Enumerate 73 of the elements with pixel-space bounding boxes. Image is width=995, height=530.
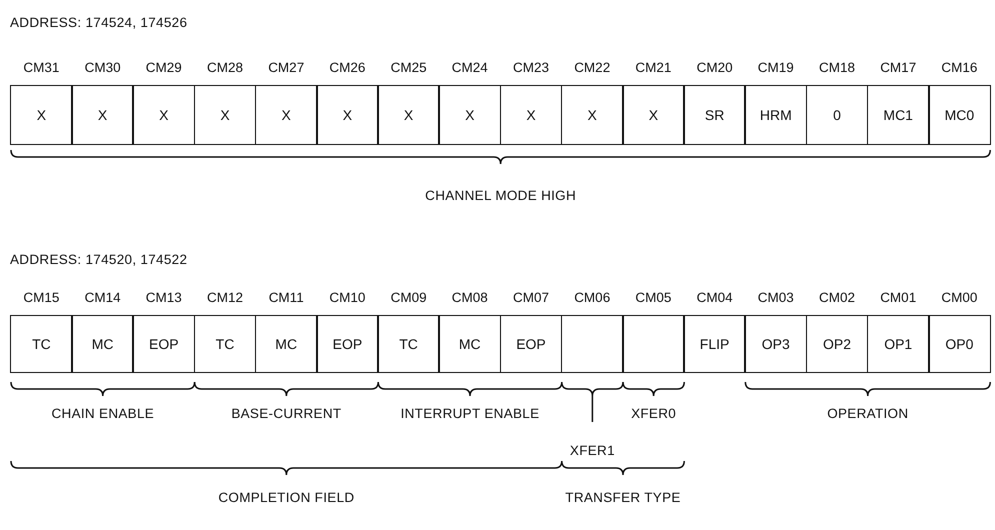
- field-value: TC: [32, 336, 51, 352]
- bit-name: CM25: [390, 60, 428, 75]
- bit-name: CM29: [144, 60, 183, 75]
- field-value: OP1: [884, 336, 912, 352]
- bit-name: CM12: [206, 290, 244, 305]
- field-group-label: XFER1: [570, 443, 615, 458]
- register-address: ADDRESS: 174520, 174522: [10, 252, 188, 267]
- bit-name: CM10: [328, 290, 366, 305]
- field-value: MC: [458, 336, 481, 352]
- field-value: X: [342, 107, 352, 123]
- field-value: X: [588, 107, 597, 123]
- bit-name: CM03: [756, 290, 795, 305]
- bit-name: CM30: [84, 60, 122, 75]
- bit-name: CM14: [84, 290, 122, 305]
- field-value: EOP: [332, 336, 362, 352]
- field-value: EOP: [516, 336, 546, 352]
- bit-name: CM01: [879, 290, 918, 305]
- field-group-label: COMPLETION FIELD: [218, 490, 354, 505]
- field-value: X: [526, 107, 536, 123]
- field-value: FLIP: [700, 336, 730, 352]
- field-value: MC0: [944, 107, 974, 123]
- field-value: X: [220, 107, 230, 123]
- field-value: SR: [704, 107, 724, 123]
- field-value: X: [465, 107, 474, 123]
- field-value: MC1: [883, 107, 913, 123]
- bit-name: CM20: [696, 60, 734, 75]
- bit-name: CM19: [756, 60, 795, 75]
- field-value: X: [36, 107, 46, 123]
- field-group-label: CHANNEL MODE HIGH: [425, 188, 576, 203]
- bit-name: CM06: [573, 290, 612, 305]
- bit-name: CM23: [512, 60, 550, 75]
- field-group-label: INTERRUPT ENABLE: [400, 406, 540, 421]
- bit-name: CM08: [450, 290, 489, 305]
- bit-name: CM17: [879, 60, 918, 75]
- bit-name: CM27: [267, 60, 306, 75]
- bit-name: CM31: [22, 60, 60, 75]
- bit-name: CM26: [328, 60, 366, 75]
- bit-name: CM02: [818, 290, 856, 305]
- field-group-label: OPERATION: [827, 406, 908, 421]
- bit-name: CM21: [634, 60, 672, 75]
- bit-name: CM07: [512, 290, 550, 305]
- field-value: TC: [216, 336, 234, 352]
- bit-name: CM28: [206, 60, 244, 75]
- bit-name: CM24: [450, 60, 489, 75]
- field-value: OP0: [945, 336, 974, 352]
- bit-name: CM18: [818, 60, 856, 75]
- field-value: X: [98, 107, 108, 123]
- field-value: X: [404, 107, 414, 123]
- bit-name: CM00: [940, 290, 978, 305]
- field-value: X: [282, 107, 291, 123]
- field-value: X: [159, 107, 168, 123]
- bit-name: CM05: [634, 290, 672, 305]
- bit-name: CM09: [390, 290, 428, 305]
- field-group-label: TRANSFER TYPE: [565, 490, 681, 505]
- field-value: X: [648, 107, 658, 123]
- field-value: 0: [833, 107, 841, 123]
- bit-name: CM13: [144, 290, 183, 305]
- field-value: OP3: [762, 336, 790, 352]
- register-address: ADDRESS: 174524, 174526: [10, 15, 188, 30]
- field-value: HRM: [760, 107, 792, 123]
- bit-name: CM22: [573, 60, 612, 75]
- field-value: MC: [92, 336, 114, 352]
- field-value: MC: [275, 336, 298, 352]
- field-group-label: BASE-CURRENT: [231, 406, 342, 421]
- field-value: EOP: [149, 336, 179, 352]
- bit-name: CM15: [22, 290, 60, 305]
- field-group-label: XFER0: [631, 406, 676, 421]
- bit-name: CM16: [940, 60, 978, 75]
- field-value: TC: [399, 336, 418, 352]
- field-group-label: CHAIN ENABLE: [51, 406, 154, 421]
- bit-name: CM04: [696, 290, 734, 305]
- field-value: OP2: [822, 336, 851, 352]
- bit-name: CM11: [268, 290, 305, 305]
